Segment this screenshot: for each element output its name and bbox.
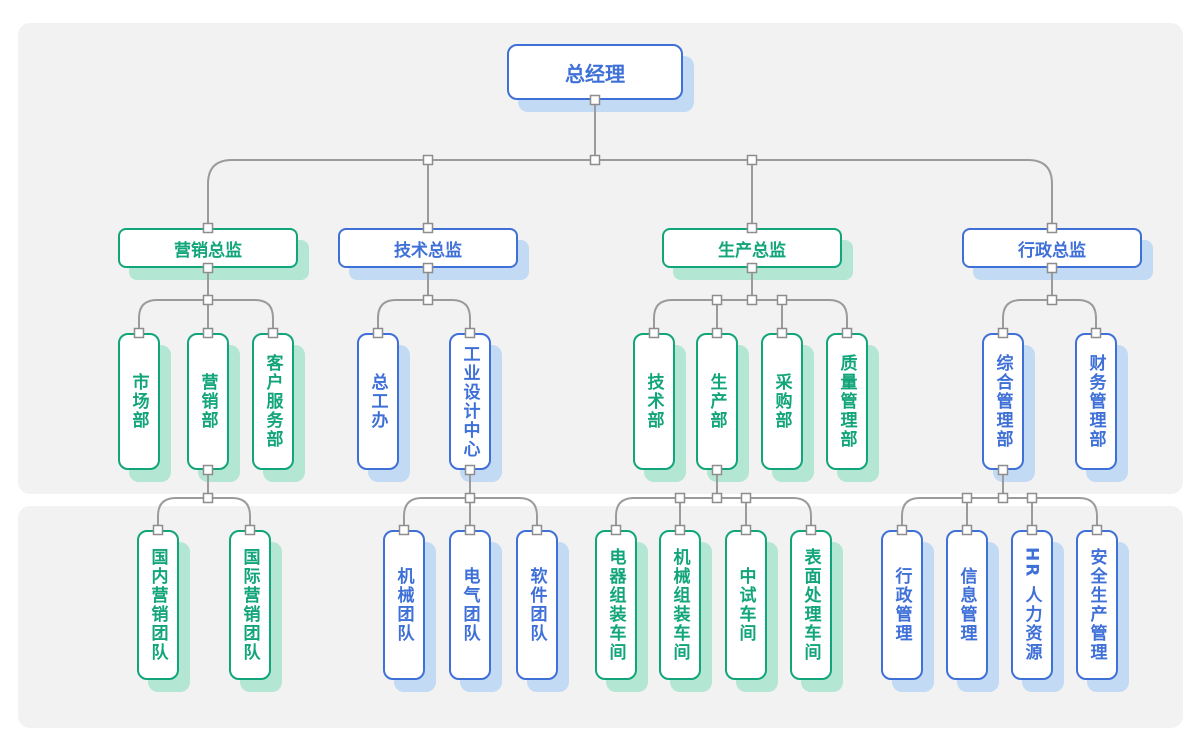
org-node-general-mgmt-dept[interactable]: 综合管理部: [982, 333, 1024, 470]
org-node-market-dept[interactable]: 市场部: [118, 333, 160, 470]
org-node-safety-mgmt[interactable]: 安全生产管理: [1076, 530, 1118, 680]
org-node-pilot-test-workshop[interactable]: 中试车间: [725, 530, 767, 680]
org-node-industrial-design-center[interactable]: 工业设计中心: [449, 333, 491, 470]
org-node-admin-director[interactable]: 行政总监: [962, 228, 1142, 268]
org-node-electrical-assembly-workshop[interactable]: 电器组装车间: [595, 530, 637, 680]
org-node-production-director[interactable]: 生产总监: [662, 228, 842, 268]
org-node-electrical-team[interactable]: 电气团队: [449, 530, 491, 680]
org-node-production-dept[interactable]: 生产部: [696, 333, 738, 470]
org-node-software-team[interactable]: 软件团队: [516, 530, 558, 680]
org-node-mechanical-team[interactable]: 机械团队: [383, 530, 425, 680]
org-node-tech-director[interactable]: 技术总监: [338, 228, 518, 268]
org-node-purchasing-dept[interactable]: 采购部: [761, 333, 803, 470]
org-node-customer-service-dept[interactable]: 客户服务部: [252, 333, 294, 470]
org-node-mechanical-assembly-workshop[interactable]: 机械组装车间: [659, 530, 701, 680]
org-node-general-manager[interactable]: 总经理: [507, 44, 683, 100]
org-node-info-mgmt[interactable]: 信息管理: [946, 530, 988, 680]
org-node-finance-mgmt-dept[interactable]: 财务管理部: [1075, 333, 1117, 470]
org-node-tech-dept[interactable]: 技术部: [633, 333, 675, 470]
org-node-chief-engineer-office[interactable]: 总工办: [357, 333, 399, 470]
org-node-surface-treatment-workshop[interactable]: 表面处理车间: [790, 530, 832, 680]
org-node-domestic-marketing-team[interactable]: 国内营销团队: [137, 530, 179, 680]
org-node-marketing-director[interactable]: 营销总监: [118, 228, 298, 268]
org-node-hr[interactable]: HR 人力资源: [1011, 530, 1053, 680]
org-node-international-marketing-team[interactable]: 国际营销团队: [229, 530, 271, 680]
org-node-quality-mgmt-dept[interactable]: 质量管理部: [826, 333, 868, 470]
org-node-marketing-dept[interactable]: 营销部: [187, 333, 229, 470]
org-node-admin-mgmt[interactable]: 行政管理: [881, 530, 923, 680]
